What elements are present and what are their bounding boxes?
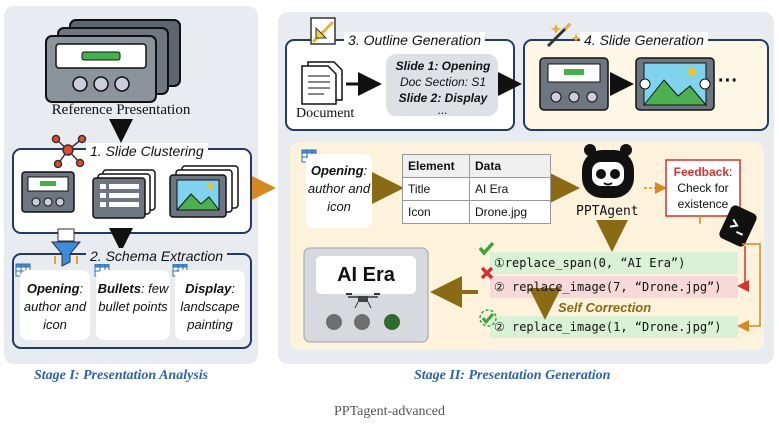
feedback-text: Feedback: Check for existence xyxy=(668,164,738,212)
code-line-bg-fixed xyxy=(490,316,738,338)
stage1-label: Stage I: Presentation Analysis xyxy=(34,368,209,383)
schema-card-title: Display xyxy=(185,281,232,296)
network-icon xyxy=(51,134,87,169)
table-row: Icon Drone.jpg xyxy=(402,200,551,224)
result-slide-title: AI Era xyxy=(337,264,395,286)
schema-card-text: : author and icon xyxy=(23,281,87,332)
schema-card-title: Bullets xyxy=(97,281,141,296)
outline-item: ... xyxy=(437,103,448,117)
table-cell: Title xyxy=(402,177,470,201)
reference-slides-icon xyxy=(45,19,181,103)
more-slides-ellipsis: ··· xyxy=(718,70,738,92)
table-cell: Drone.jpg xyxy=(469,200,551,224)
schema-card-title: Opening xyxy=(310,163,364,178)
outline-list-box xyxy=(386,54,498,116)
code-line-fixed: ② replace_image(1, “Drone.jpg”) xyxy=(494,320,722,334)
outline-list: Slide 1: Opening Doc Section: S1 Slide 2… xyxy=(388,58,498,117)
code-line-bg-ok xyxy=(490,252,738,274)
element-data-table: Element Data Title AI Era Icon Drone.jpg xyxy=(402,154,551,224)
schema-card-text: : few bullet points xyxy=(98,281,169,314)
schema-card-opening: Opening: author and icon xyxy=(20,270,90,340)
stage2-label: Stage II: Presentation Generation xyxy=(414,368,611,383)
feedback-detail: : Check for existence xyxy=(677,165,733,211)
table-cell: Icon xyxy=(402,200,470,224)
figure-caption: PPTagent-advanced xyxy=(334,404,445,419)
slide-generation-title: 4. Slide Generation xyxy=(580,32,708,48)
schema-card-text: : author and icon xyxy=(307,163,371,214)
table-cell: AI Era xyxy=(469,177,551,201)
result-slide xyxy=(303,247,429,343)
schema-card-bullets: Bullets: few bullet points xyxy=(96,270,170,340)
cluster-opening-slide-icon xyxy=(21,171,75,213)
reference-presentation-label: Reference Presentation xyxy=(51,102,191,118)
outline-icon xyxy=(310,17,336,45)
slide-clustering-title: 1. Slide Clustering xyxy=(86,143,208,159)
code-line-error: ② replace_image(7, “Drone.jpg”) xyxy=(494,280,722,294)
table-row: Title AI Era xyxy=(402,177,551,201)
table-header: Data xyxy=(469,154,551,178)
generated-display-slide-icon xyxy=(635,57,715,111)
cluster-display-slide-icon xyxy=(169,165,239,218)
drone-icon xyxy=(346,293,380,309)
schema-card-title: Opening xyxy=(26,281,80,296)
check-icon xyxy=(478,241,495,256)
outline-item: Slide 2: Display xyxy=(398,91,488,105)
table-header: Element xyxy=(402,154,470,178)
magic-wand-icon xyxy=(546,22,581,48)
funnel-icon xyxy=(50,228,82,267)
cluster-bullets-slide-icon xyxy=(92,169,156,219)
pptagent-label: PPTAgent xyxy=(576,204,639,219)
cross-icon xyxy=(480,266,494,280)
feedback-label: Feedback xyxy=(673,165,729,179)
feedback-box xyxy=(665,159,741,217)
opening-schema-card: Opening: author and icon xyxy=(306,154,372,228)
outline-item: Slide 1: Opening xyxy=(395,59,491,73)
generated-opening-slide-icon xyxy=(539,57,609,111)
retry-check-icon xyxy=(479,309,497,327)
outline-generation-title: 3. Outline Generation xyxy=(344,32,486,48)
pptagent-robot-icon xyxy=(582,144,634,198)
code-line-ok: ①replace_span(0, “AI Era”) xyxy=(494,256,686,270)
document-icon xyxy=(301,61,343,105)
self-correction-label: Self Correction xyxy=(558,300,652,315)
outline-item: Doc Section: S1 xyxy=(399,75,487,89)
schema-card-text: : landscape painting xyxy=(180,281,240,332)
schema-card-display: Display: landscape painting xyxy=(175,270,245,340)
terminal-icon xyxy=(719,205,757,247)
document-label: Document xyxy=(296,106,355,121)
schema-extraction-title: 2. Schema Extraction xyxy=(86,248,228,264)
